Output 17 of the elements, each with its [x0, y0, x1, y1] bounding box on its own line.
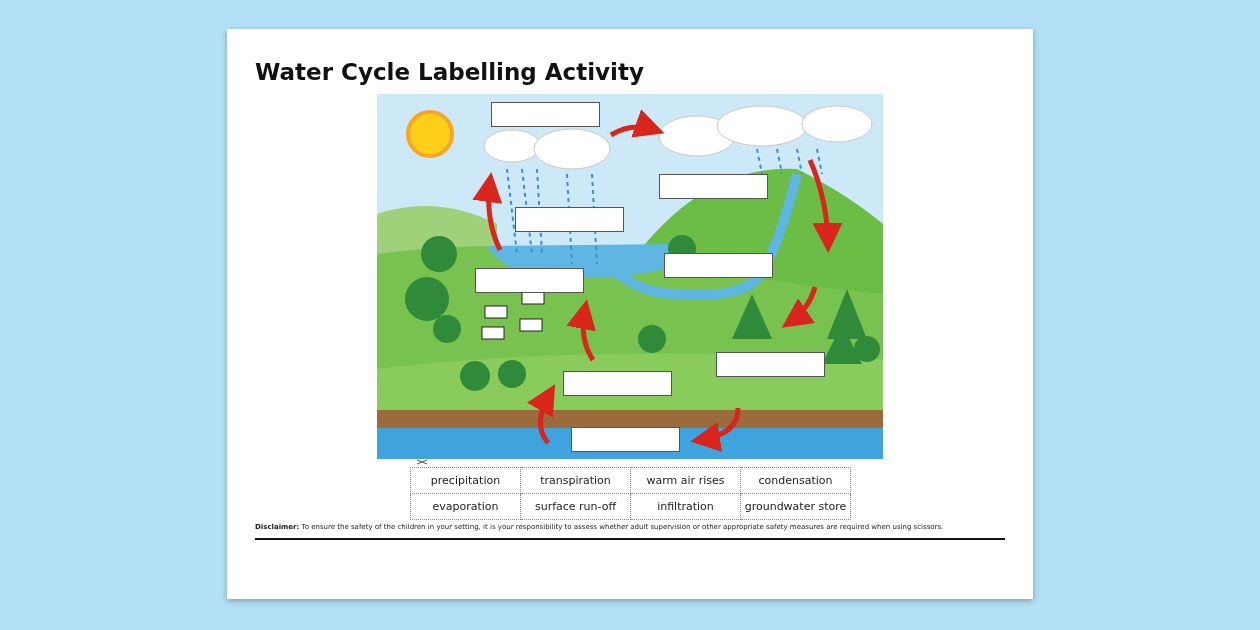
word-bank-cell: infiltration [630, 493, 741, 520]
word-bank-cell: surface run-off [520, 493, 631, 520]
answer-box [491, 102, 600, 127]
answer-box [571, 427, 680, 452]
answer-box [716, 352, 825, 377]
answer-box [515, 207, 624, 232]
word-bank-cell: groundwater store [740, 493, 851, 520]
title: Water Cycle Labelling Activity [255, 59, 644, 85]
word-bank-cell: precipitation [410, 467, 521, 494]
answer-box [475, 268, 584, 293]
answer-box [664, 253, 773, 278]
answer-box [563, 371, 672, 396]
word-bank-cell: transpiration [520, 467, 631, 494]
word-bank-cell: evaporation [410, 493, 521, 520]
answer-box [659, 174, 768, 199]
word-bank-cell: warm air rises [630, 467, 741, 494]
word-bank-cell: condensation [740, 467, 851, 494]
